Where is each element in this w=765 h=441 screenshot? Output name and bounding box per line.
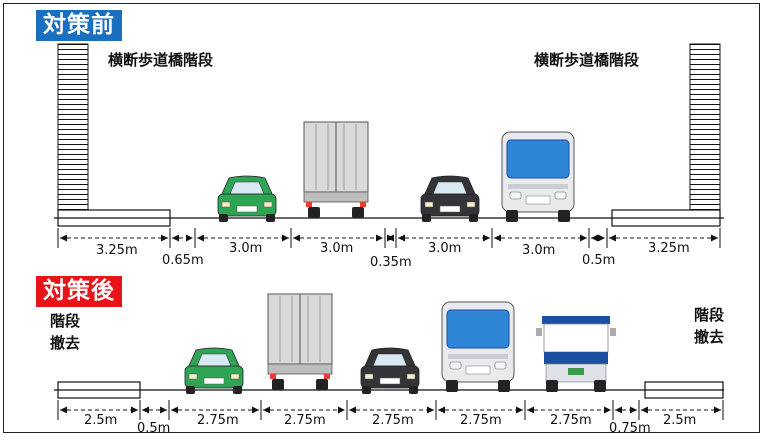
removed-label-right-1: 階段 [694, 306, 725, 324]
dark-car-icon [420, 175, 480, 223]
dim-after-6: 2.75m [460, 413, 502, 428]
dim-before-2: 0.65m [162, 253, 204, 268]
road-scene: 3.25m 0.65m 3.0m 3.0m 0.35m 3.0m 3.0m 0.… [54, 43, 724, 433]
after-badge: 対策後 [36, 276, 122, 307]
cross-section-diagram: 3.25m 0.65m 3.0m 3.0m 0.35m 3.0m 3.0m 0.… [3, 3, 760, 433]
dim-after-2: 0.5m [137, 421, 170, 433]
dark-car-icon-after [360, 347, 420, 395]
green-car-icon-after [184, 347, 244, 395]
dim-before-5: 0.35m [370, 255, 412, 270]
dimension-line-after [57, 400, 724, 420]
removed-label-left-2: 撤去 [50, 334, 81, 352]
dim-before-8: 0.5m [582, 253, 615, 268]
bus-icon [501, 131, 575, 223]
removed-label-right-2: 撤去 [694, 328, 725, 346]
dim-after-5: 2.75m [372, 413, 414, 428]
stair-label-right: 横断歩道橋階段 [534, 51, 640, 69]
dim-after-4: 2.75m [284, 413, 326, 428]
bus-icon-after [441, 301, 515, 393]
dim-after-7: 2.75m [550, 413, 592, 428]
truck-icon [303, 121, 369, 219]
removed-label-left-1: 階段 [50, 312, 81, 330]
dim-before-4: 3.0m [320, 241, 353, 256]
dimension-line-before [57, 228, 721, 248]
truck-icon-after [267, 293, 333, 391]
tanker-bus-icon [535, 315, 617, 393]
dim-after-1: 2.5m [84, 413, 117, 428]
dim-before-6: 3.0m [428, 241, 461, 256]
dim-before-1: 3.25m [96, 243, 138, 258]
right-stair-icon [689, 43, 721, 225]
dim-before-9: 3.25m [648, 241, 690, 256]
dim-before-3: 3.0m [229, 241, 262, 256]
dim-before-7: 3.0m [522, 243, 555, 258]
stair-label-left: 横断歩道橋階段 [108, 51, 214, 69]
before-badge: 対策前 [36, 10, 122, 41]
green-car-icon [217, 175, 277, 223]
dim-after-8: 0.75m [609, 421, 651, 433]
dim-after-9: 2.5m [663, 413, 696, 428]
dim-after-3: 2.75m [197, 413, 239, 428]
left-stair-icon [57, 43, 89, 225]
